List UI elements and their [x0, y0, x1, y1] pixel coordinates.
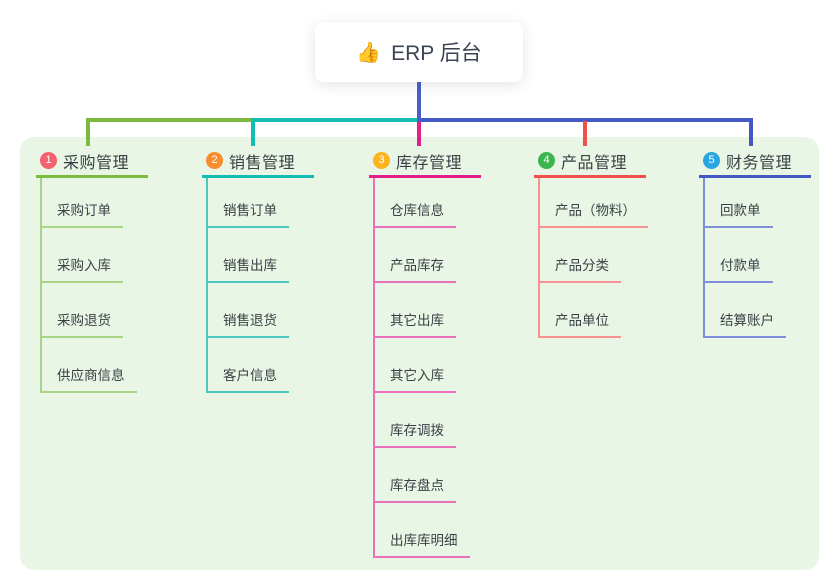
number-badge: 5 [703, 152, 720, 169]
child-label: 库存调拨 [390, 423, 444, 438]
child-node[interactable]: 付款单 [705, 228, 773, 283]
child-node[interactable]: 采购入库 [42, 228, 123, 283]
branch-3-inventory: 3 库存管理 仓库信息 产品库存 其它出库 其它入库 库存调拨 库存盘点 出库库… [369, 146, 481, 558]
child-node[interactable]: 库存调拨 [375, 393, 456, 448]
branch-label: 库存管理 [396, 154, 463, 172]
number-badge: 1 [40, 152, 57, 169]
child-node[interactable]: 采购退货 [42, 283, 123, 338]
child-label: 采购退货 [57, 313, 111, 328]
child-node[interactable]: 库存盘点 [375, 448, 456, 503]
number-badge: 2 [206, 152, 223, 169]
child-node[interactable]: 供应商信息 [42, 338, 137, 393]
branch-header-product[interactable]: 4 产品管理 [534, 146, 646, 178]
connector-branch4-drop [583, 121, 587, 146]
branch-header-inventory[interactable]: 3 库存管理 [369, 146, 481, 178]
child-label: 产品（物料） [555, 203, 636, 218]
branch-label: 销售管理 [229, 154, 296, 172]
child-node[interactable]: 销售退货 [208, 283, 289, 338]
thumbs-up-icon: 👍 [356, 41, 382, 64]
branch-label: 采购管理 [63, 154, 130, 172]
child-label: 出库库明细 [390, 533, 458, 548]
child-node[interactable]: 其它出库 [375, 283, 456, 338]
child-label: 仓库信息 [390, 203, 444, 218]
child-label: 采购订单 [57, 203, 111, 218]
child-label: 采购入库 [57, 258, 111, 273]
child-node[interactable]: 产品分类 [540, 228, 621, 283]
branch-4-product: 4 产品管理 产品（物料） 产品分类 产品单位 [534, 146, 648, 338]
child-node[interactable]: 结算账户 [705, 283, 786, 338]
number-badge: 3 [373, 152, 390, 169]
child-label: 其它出库 [390, 313, 444, 328]
connector-branch1-drop [86, 118, 90, 146]
child-label: 其它入库 [390, 368, 444, 383]
child-label: 销售出库 [223, 258, 277, 273]
root-node[interactable]: 👍 ERP 后台 [315, 22, 523, 82]
branch-header-purchase[interactable]: 1 采购管理 [36, 146, 148, 178]
children-list: 产品（物料） 产品分类 产品单位 [538, 178, 648, 338]
child-label: 产品单位 [555, 313, 609, 328]
child-label: 付款单 [720, 258, 761, 273]
child-node[interactable]: 采购订单 [42, 178, 123, 228]
child-label: 结算账户 [720, 313, 774, 328]
connector-branch2-horizontal [251, 118, 419, 122]
child-node[interactable]: 产品（物料） [540, 178, 648, 228]
branch-label: 产品管理 [561, 154, 628, 172]
connector-branch1-horizontal [86, 118, 255, 122]
child-label: 产品分类 [555, 258, 609, 273]
branch-2-sales: 2 销售管理 销售订单 销售出库 销售退货 客户信息 [202, 146, 314, 393]
children-list: 回款单 付款单 结算账户 [703, 178, 786, 338]
child-label: 回款单 [720, 203, 761, 218]
child-label: 客户信息 [223, 368, 277, 383]
connector-branch5-drop [749, 118, 753, 146]
branch-header-sales[interactable]: 2 销售管理 [202, 146, 314, 178]
connector-branch3-drop [417, 122, 421, 146]
mindmap-canvas [20, 137, 819, 570]
children-list: 采购订单 采购入库 采购退货 供应商信息 [40, 178, 137, 393]
child-label: 产品库存 [390, 258, 444, 273]
children-list: 销售订单 销售出库 销售退货 客户信息 [206, 178, 289, 393]
child-label: 销售退货 [223, 313, 277, 328]
connector-root-vertical [417, 82, 421, 122]
branch-label: 财务管理 [726, 154, 793, 172]
root-title: ERP 后台 [391, 42, 482, 65]
branch-header-finance[interactable]: 5 财务管理 [699, 146, 811, 178]
children-list: 仓库信息 产品库存 其它出库 其它入库 库存调拨 库存盘点 出库库明细 [373, 178, 470, 558]
child-label: 库存盘点 [390, 478, 444, 493]
child-node[interactable]: 其它入库 [375, 338, 456, 393]
child-node[interactable]: 产品单位 [540, 283, 621, 338]
child-node[interactable]: 销售出库 [208, 228, 289, 283]
child-node[interactable]: 产品库存 [375, 228, 456, 283]
connector-branch2-drop [251, 118, 255, 146]
number-badge: 4 [538, 152, 555, 169]
connector-branch5-horizontal [417, 118, 753, 122]
child-node[interactable]: 仓库信息 [375, 178, 456, 228]
child-node[interactable]: 出库库明细 [375, 503, 470, 558]
child-node[interactable]: 客户信息 [208, 338, 289, 393]
child-node[interactable]: 销售订单 [208, 178, 289, 228]
branch-5-finance: 5 财务管理 回款单 付款单 结算账户 [699, 146, 811, 338]
branch-1-purchase: 1 采购管理 采购订单 采购入库 采购退货 供应商信息 [36, 146, 148, 393]
child-label: 供应商信息 [57, 368, 125, 383]
child-node[interactable]: 回款单 [705, 178, 773, 228]
child-label: 销售订单 [223, 203, 277, 218]
